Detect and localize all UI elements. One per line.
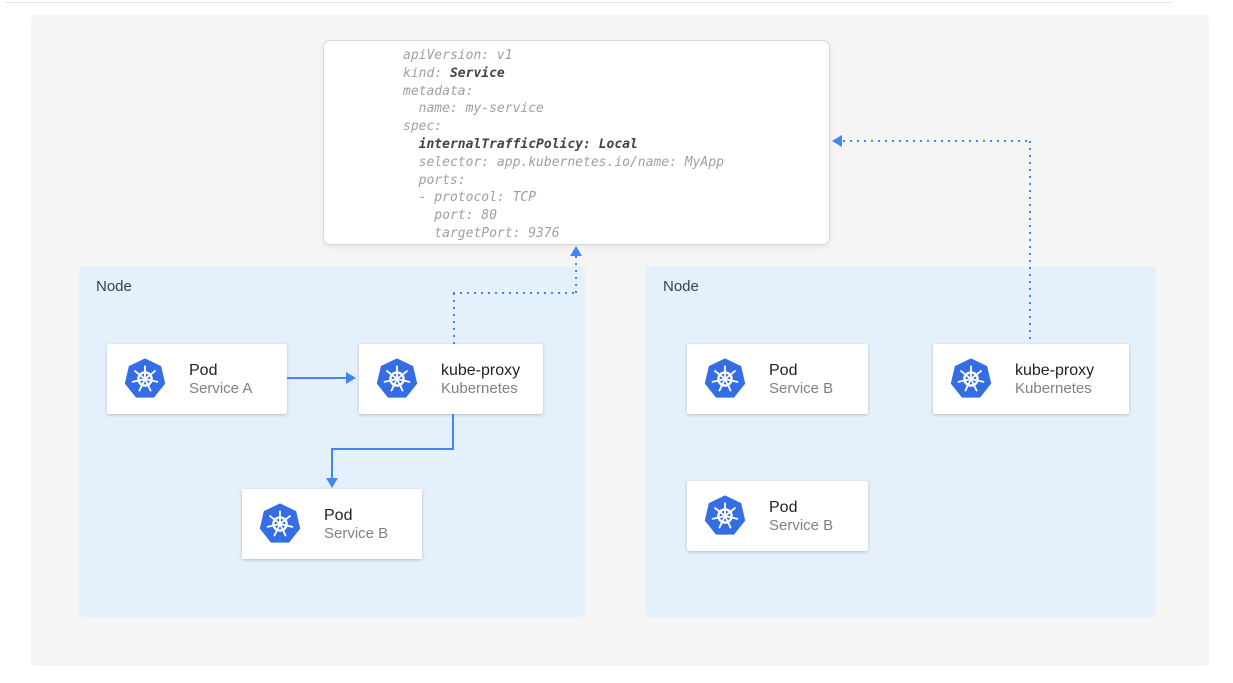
card-subtitle: Service B [769, 516, 834, 534]
card-pod-service-b-right-bottom: Pod Service B [687, 481, 868, 551]
card-title: Pod [769, 498, 798, 516]
card-pod-service-b-left: Pod Service B [242, 489, 422, 559]
kubernetes-logo-icon [703, 494, 747, 536]
card-kube-proxy-left: kube-proxy Kubernetes [359, 344, 543, 414]
card-pod-service-b-right-top: Pod Service B [687, 344, 868, 414]
yaml-line: - protocol: TCP [403, 190, 537, 206]
yaml-line: targetPort: 9376 [403, 225, 560, 241]
kubernetes-logo-icon [703, 357, 747, 399]
card-title: Pod [769, 361, 798, 379]
yaml-line: internalTrafficPolicy: Local [403, 137, 638, 152]
yaml-line: kind: Service [403, 65, 505, 81]
card-subtitle: Kubernetes [441, 379, 518, 397]
yaml-line: selector: app.kubernetes.io/name: MyApp [403, 154, 724, 170]
kubernetes-logo-icon [258, 502, 302, 544]
yaml-line: ports: [403, 172, 466, 188]
top-divider [5, 2, 1172, 3]
card-title: kube-proxy [441, 361, 521, 379]
yaml-line: port: 80 [403, 208, 497, 224]
yaml-line: spec: [403, 119, 443, 135]
yaml-line: metadata: [403, 83, 474, 99]
yaml-kind-value: Service [449, 65, 505, 81]
yaml-line: apiVersion: v1 [403, 48, 513, 63]
node-label: Node [663, 278, 699, 295]
card-subtitle: Service B [769, 379, 834, 397]
card-title: Pod [324, 506, 353, 524]
card-subtitle: Kubernetes [1015, 379, 1092, 397]
card-subtitle: Service A [189, 379, 253, 397]
node-box-right: Node [646, 266, 1156, 617]
kubernetes-logo-icon [123, 357, 167, 399]
yaml-config-card: apiVersion: v1 kind: Service metadata: n… [323, 40, 830, 245]
card-subtitle: Service B [324, 524, 389, 542]
kubernetes-logo-icon [949, 357, 993, 399]
card-pod-service-a: Pod Service A [107, 344, 287, 414]
yaml-line: name: my-service [403, 101, 544, 117]
node-box-left: Node [79, 266, 585, 617]
node-label: Node [96, 278, 132, 295]
card-title: Pod [189, 361, 218, 379]
kubernetes-logo-icon [375, 357, 419, 399]
yaml-internal-traffic-policy: internalTrafficPolicy: Local [418, 136, 638, 152]
yaml-config-text: apiVersion: v1 kind: Service metadata: n… [403, 47, 821, 243]
card-kube-proxy-right: kube-proxy Kubernetes [933, 344, 1129, 414]
card-title: kube-proxy [1015, 361, 1095, 379]
